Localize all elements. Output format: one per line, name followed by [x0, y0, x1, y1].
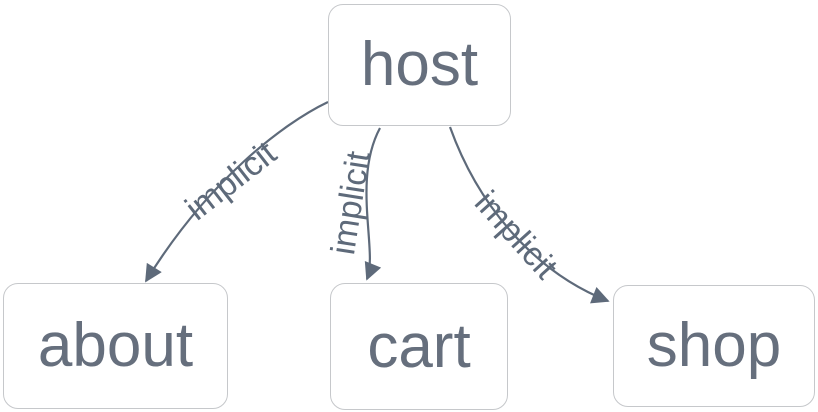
edge-label-host-about: implicit	[178, 134, 284, 228]
edge-host-shop	[448, 126, 610, 304]
node-host-label: host	[360, 30, 479, 99]
edge-host-about	[145, 101, 329, 283]
node-shop-label: shop	[646, 311, 782, 380]
node-about-label: about	[37, 311, 194, 380]
node-cart-label: cart	[367, 311, 471, 381]
node-cart[interactable]: cart	[330, 283, 508, 410]
node-shop[interactable]: shop	[613, 285, 815, 407]
edge-host-cart	[364, 127, 382, 281]
node-about[interactable]: about	[3, 283, 228, 409]
node-host[interactable]: host	[328, 4, 511, 126]
edge-label-host-shop: implicit	[467, 184, 565, 287]
